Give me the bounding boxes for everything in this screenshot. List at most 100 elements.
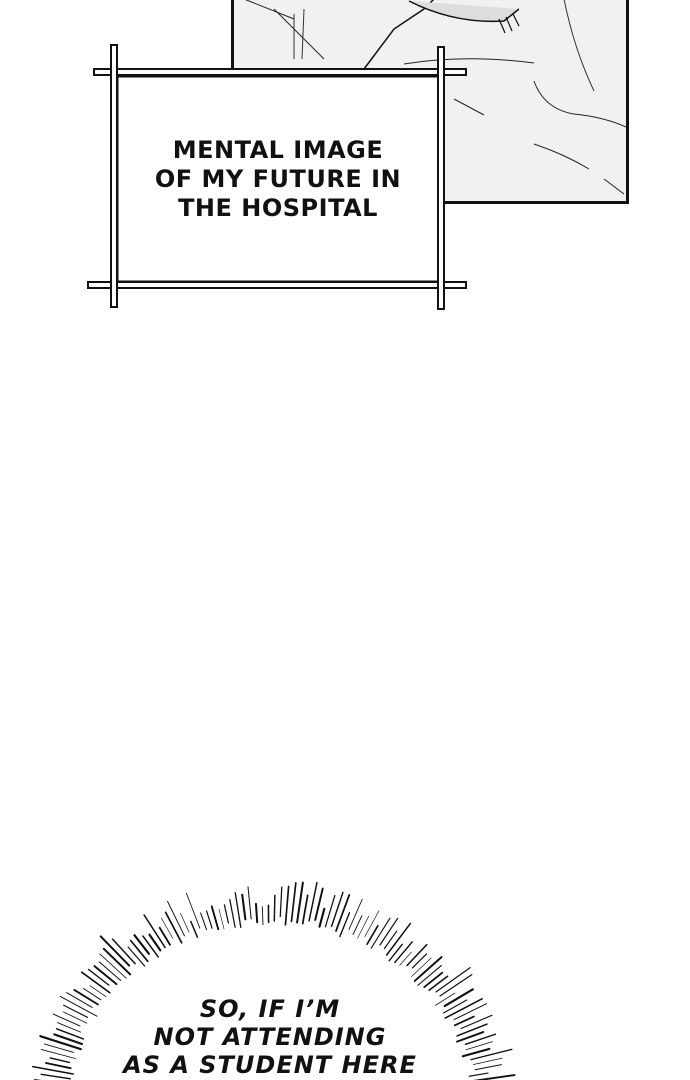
burst-stroke (335, 894, 351, 932)
burst-stroke (456, 1031, 485, 1043)
burst-stroke (314, 887, 324, 921)
burst-stroke (318, 907, 326, 928)
caption-text: MENTAL IMAGE OF MY FUTURE IN THE HOSPITA… (118, 136, 438, 223)
burst-stroke (411, 957, 432, 977)
caption-box (87, 44, 467, 310)
burst-stroke (339, 912, 351, 938)
burst-stroke (185, 892, 201, 929)
burst-stroke (442, 999, 468, 1014)
burst-stroke (388, 943, 403, 962)
burst-stroke (453, 1015, 475, 1027)
burst-stroke (39, 1035, 82, 1051)
burst-stroke (82, 987, 102, 1001)
burst-stroke (43, 1043, 75, 1053)
burst-stroke (279, 886, 283, 918)
burst-stroke (290, 882, 297, 923)
burst-stroke (241, 893, 247, 921)
burst-stroke (352, 915, 363, 936)
burst-stroke (468, 1072, 489, 1077)
burst-stroke (465, 1041, 493, 1051)
burst-stroke (31, 1065, 74, 1075)
speech-burst (31, 881, 516, 1080)
burst-stroke (461, 1047, 491, 1058)
burst-stroke (45, 1062, 72, 1070)
burst-stroke (55, 1028, 85, 1040)
burst-stroke (59, 995, 98, 1017)
burst-stroke (190, 920, 199, 938)
burst-stroke (102, 947, 132, 976)
burst-stroke (444, 997, 483, 1019)
burst-stroke (218, 908, 225, 930)
burst-stroke (142, 935, 159, 958)
burst-stroke (89, 985, 107, 998)
caption-line: MENTAL IMAGE (172, 136, 384, 164)
burst-stroke (385, 922, 412, 956)
burst-stroke (364, 910, 380, 937)
speech-line: SO, IF I’M (199, 995, 341, 1023)
burst-stroke (52, 1013, 81, 1027)
burst-stroke (167, 900, 185, 937)
burst-stroke (301, 894, 309, 925)
burst-stroke (180, 912, 190, 933)
burst-stroke (66, 992, 93, 1008)
burst-stroke (394, 941, 413, 964)
burst-stroke (164, 911, 183, 944)
burst-stroke (464, 1033, 497, 1046)
speech-line: AS A STUDENT HERE (123, 1051, 417, 1079)
burst-stroke (133, 934, 150, 955)
burst-stroke (439, 973, 473, 997)
burst-stroke (247, 886, 252, 920)
burst-stroke (63, 1004, 88, 1018)
burst-stroke (470, 1048, 513, 1061)
burst-stroke (99, 953, 127, 979)
burst-stroke (254, 902, 259, 924)
speech-line: NOT ATTENDING (153, 1023, 387, 1051)
burst-stroke (57, 1022, 82, 1033)
burst-stroke (460, 1014, 493, 1030)
burst-stroke (456, 1023, 488, 1037)
burst-stroke (129, 939, 149, 963)
burst-stroke (127, 946, 146, 967)
burst-stroke (330, 891, 344, 928)
burst-stroke (417, 964, 442, 986)
burst-stroke (158, 926, 171, 946)
burst-stroke (234, 892, 242, 929)
burst-stroke (423, 971, 444, 989)
speech-text: SO, IF I’M NOT ATTENDING AS A STUDENT HE… (70, 995, 470, 1079)
burst-stroke (411, 953, 428, 969)
burst-stroke (428, 975, 449, 992)
burst-stroke (348, 898, 363, 930)
burst-stroke (40, 1048, 76, 1059)
burst-stroke (210, 905, 220, 931)
burst-stroke (80, 971, 111, 994)
burst-stroke (413, 956, 443, 982)
burst-stroke (98, 961, 122, 982)
burst-stroke (284, 885, 290, 926)
burst-stroke (87, 968, 110, 986)
burst-stroke (53, 1033, 84, 1046)
burst-stroke (324, 894, 336, 928)
burst-stroke (93, 965, 118, 986)
caption-line: THE HOSPITAL (178, 194, 378, 222)
burst-stroke (357, 916, 370, 939)
burst-stroke (474, 1064, 502, 1071)
burst-stroke (296, 881, 304, 924)
burst-stroke (366, 924, 379, 946)
burst-stroke (73, 989, 99, 1006)
burst-stroke (379, 917, 399, 946)
burst-stroke (399, 951, 412, 966)
burst-stroke (453, 1003, 488, 1021)
burst-stroke (40, 1073, 72, 1080)
burst-stroke (443, 988, 474, 1008)
burst-stroke (473, 1057, 503, 1065)
burst-stroke (49, 1057, 71, 1064)
burst-stroke (99, 935, 131, 967)
hospital-bed-illustration (245, 0, 626, 195)
burst-stroke (261, 906, 264, 926)
burst-stroke (273, 894, 276, 922)
burst-stroke (205, 910, 213, 929)
burst-stroke (200, 912, 208, 931)
burst-stroke (406, 943, 428, 967)
burst-stroke (148, 933, 162, 952)
burst-stroke (143, 914, 166, 949)
